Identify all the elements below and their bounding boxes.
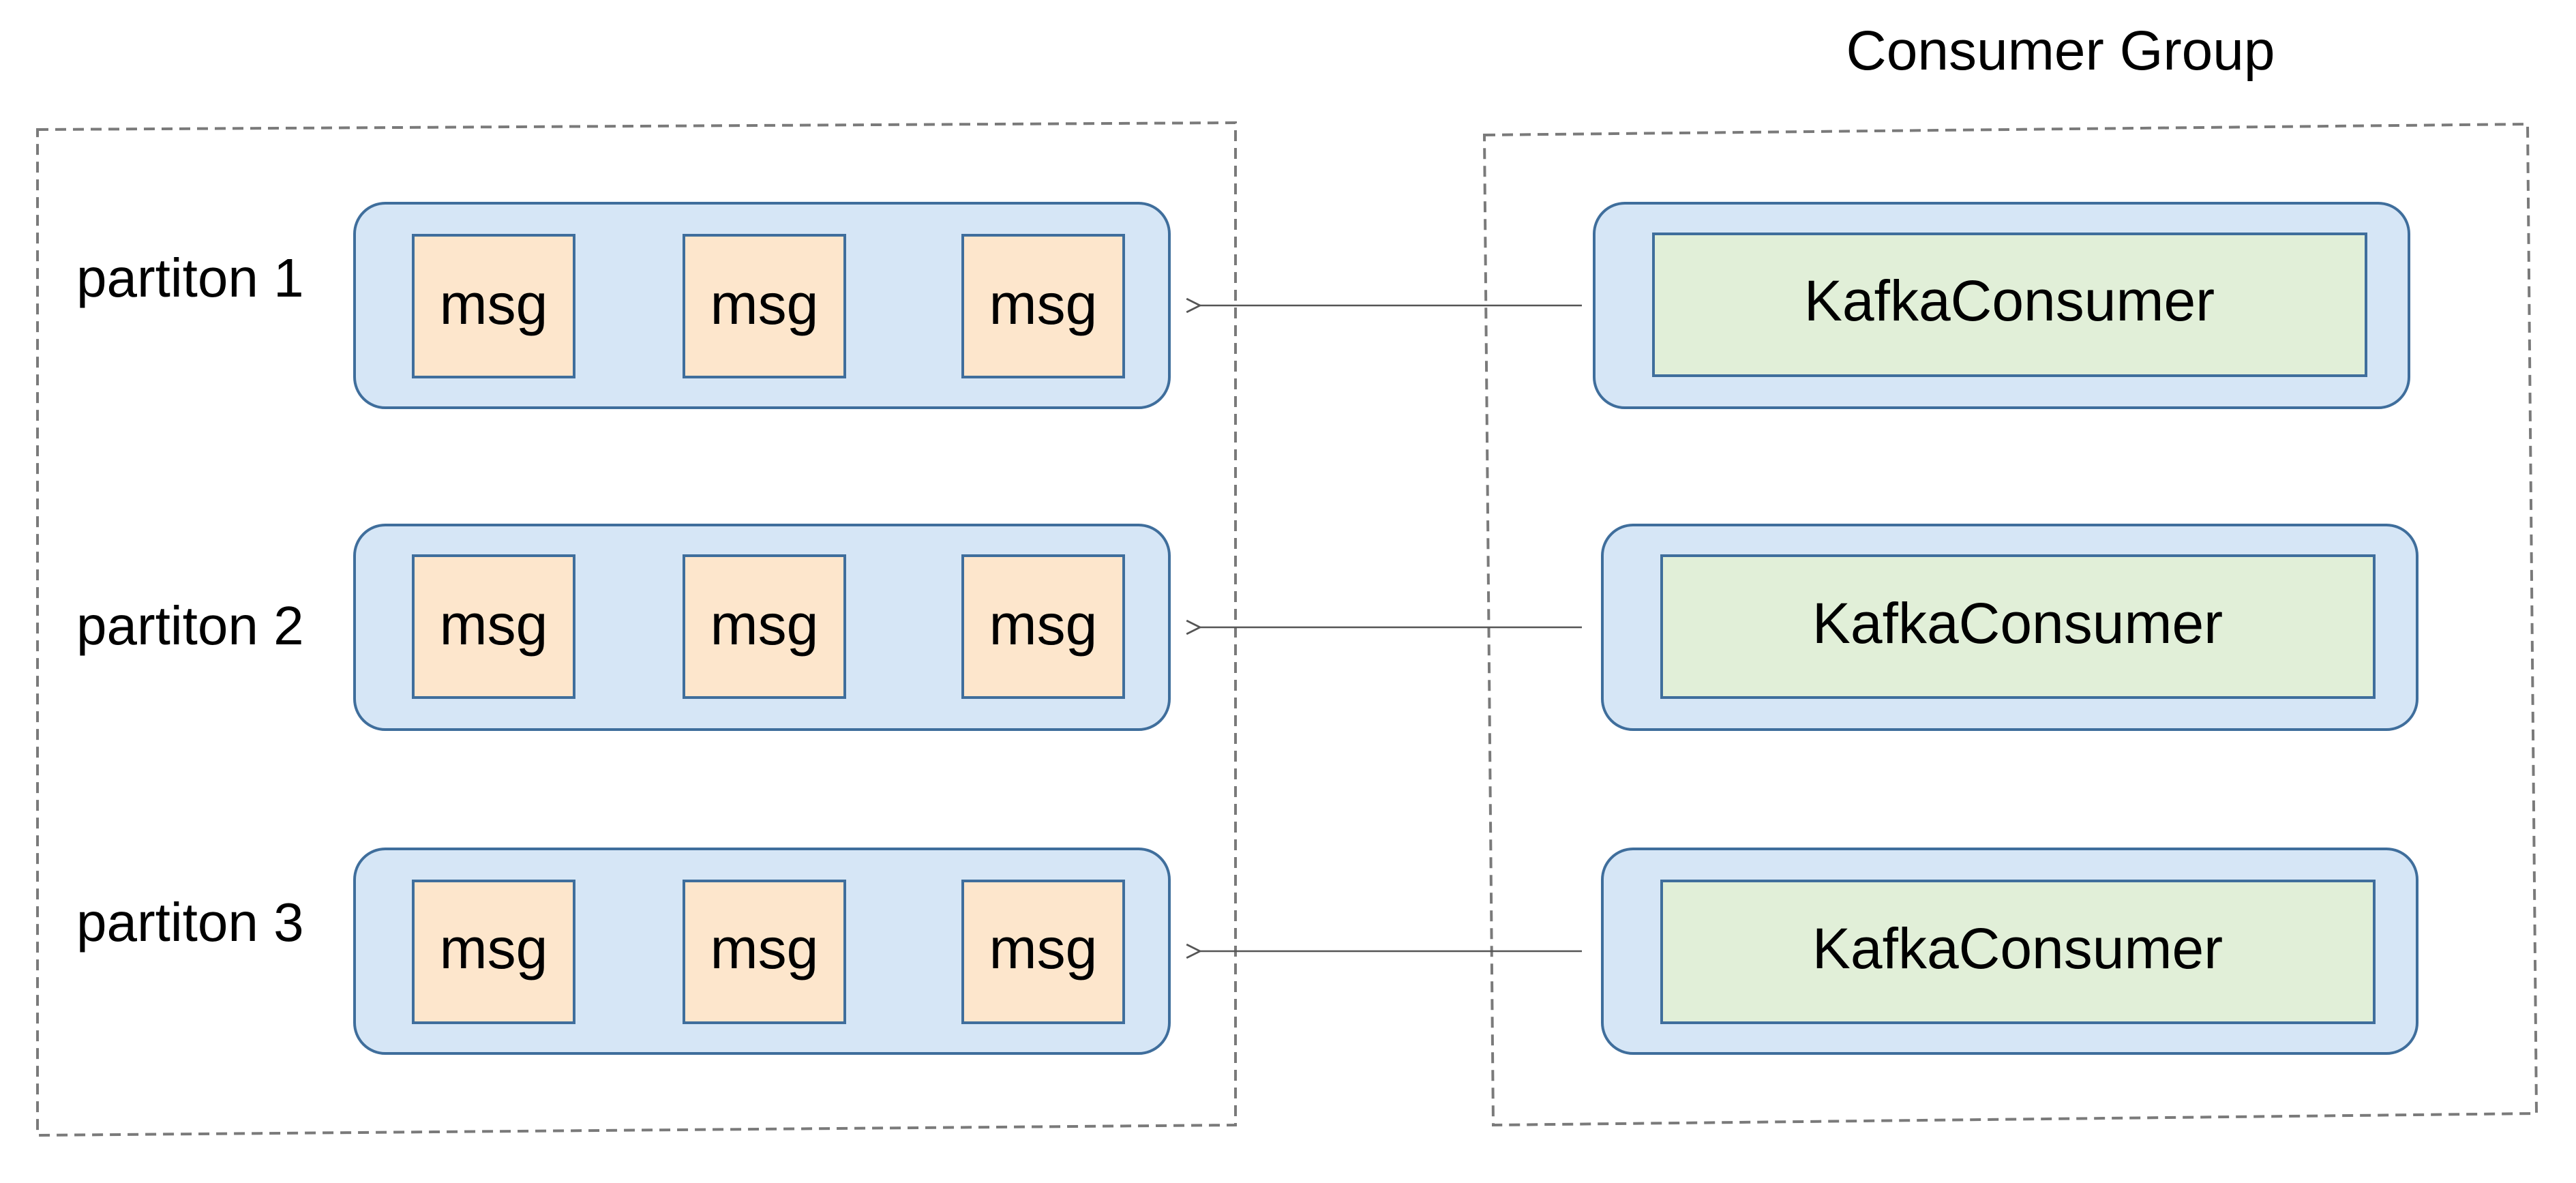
msg-box: msg <box>961 234 1125 378</box>
msg-label: msg <box>989 916 1098 980</box>
consumer-box-1 <box>1652 233 2367 377</box>
consumer-2: KafkaConsumer <box>1601 524 2418 731</box>
msg-box: msg <box>412 880 575 1024</box>
msg-box: msg <box>412 234 575 378</box>
consumer-label-1: KafkaConsumer <box>1804 269 2215 333</box>
msg-label: msg <box>989 593 1098 657</box>
msg-label: msg <box>710 272 819 336</box>
partition-row-1: partiton 1 msg msg msg <box>76 202 1171 409</box>
consumer-label-2: KafkaConsumer <box>1812 591 2223 655</box>
consumer-group-title: Consumer Group <box>1846 20 2275 82</box>
consumer-box-3 <box>1660 880 2376 1024</box>
msg-label: msg <box>710 916 819 980</box>
consumer-1: KafkaConsumer <box>1593 202 2410 409</box>
msg-label: msg <box>440 593 548 657</box>
msg-box: msg <box>961 880 1125 1024</box>
msg-label: msg <box>710 593 819 657</box>
msg-box: msg <box>683 234 846 378</box>
consumer-label-3: KafkaConsumer <box>1812 916 2223 980</box>
consumer-group-boundary <box>1482 122 2538 1127</box>
msg-box: msg <box>412 554 575 699</box>
msg-label: msg <box>440 916 548 980</box>
consumer-3: KafkaConsumer <box>1601 848 2418 1055</box>
partition-label-3: partiton 3 <box>76 892 304 953</box>
partition-row-3: partiton 3 msg msg msg <box>76 848 1171 1055</box>
msg-box: msg <box>683 880 846 1024</box>
partition-label-1: partiton 1 <box>76 248 304 308</box>
topic-boundary <box>36 121 1237 1137</box>
msg-box: msg <box>683 554 846 699</box>
partition-label-2: partiton 2 <box>76 595 304 656</box>
partition-row-2: partiton 2 msg msg msg <box>76 524 1171 731</box>
msg-label: msg <box>440 272 548 336</box>
msg-label: msg <box>989 272 1098 336</box>
consumer-box-2 <box>1660 554 2376 699</box>
msg-box: msg <box>961 554 1125 699</box>
